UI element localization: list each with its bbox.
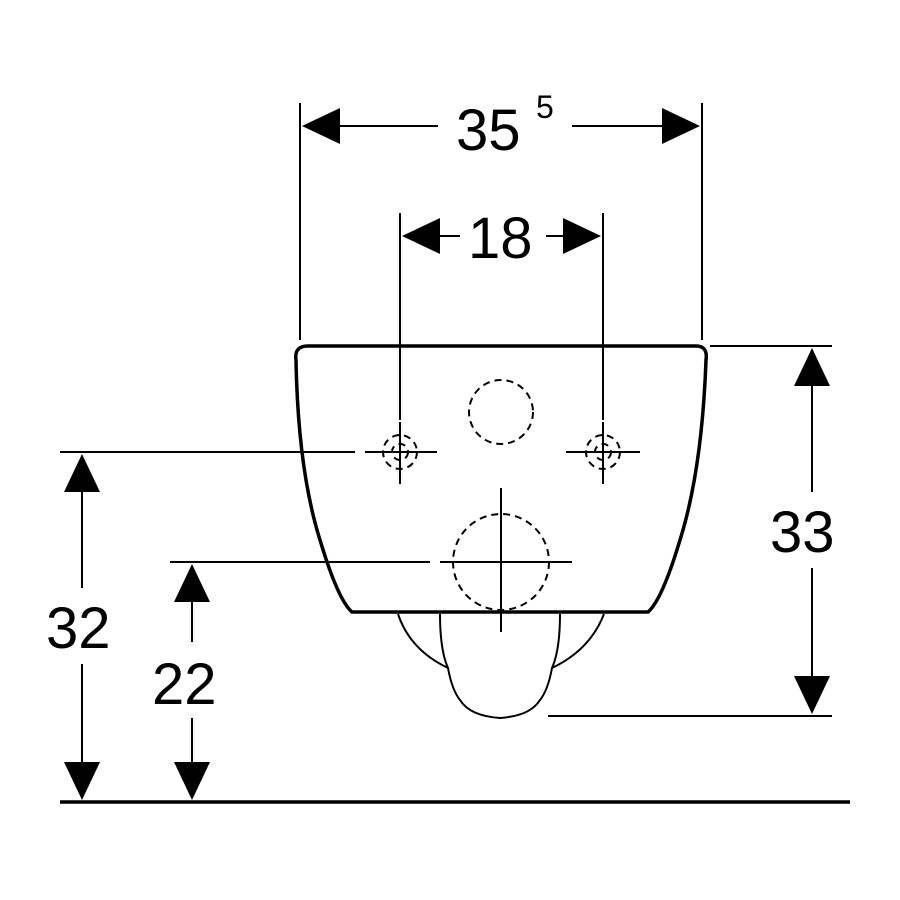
extension-lines [60, 103, 832, 717]
drain-height-dimension: 22 [152, 564, 217, 800]
bolt-height-label: 32 [46, 596, 111, 661]
overall-width-superscript: 5 [536, 89, 554, 125]
bowl-height-label: 33 [770, 500, 835, 565]
drain-height-label: 22 [152, 652, 217, 717]
bolt-height-dimension: 32 [46, 454, 111, 800]
bowl-height-dimension: 33 [770, 348, 835, 714]
bolt-spacing-label: 18 [468, 206, 533, 271]
bolt-spacing-dimension: 18 [402, 206, 601, 271]
inlet-opening [468, 379, 534, 445]
overall-width-dimension: 35 5 [302, 89, 700, 163]
overall-width-label: 35 [456, 98, 521, 163]
toilet-bowl-outline [294, 344, 709, 720]
